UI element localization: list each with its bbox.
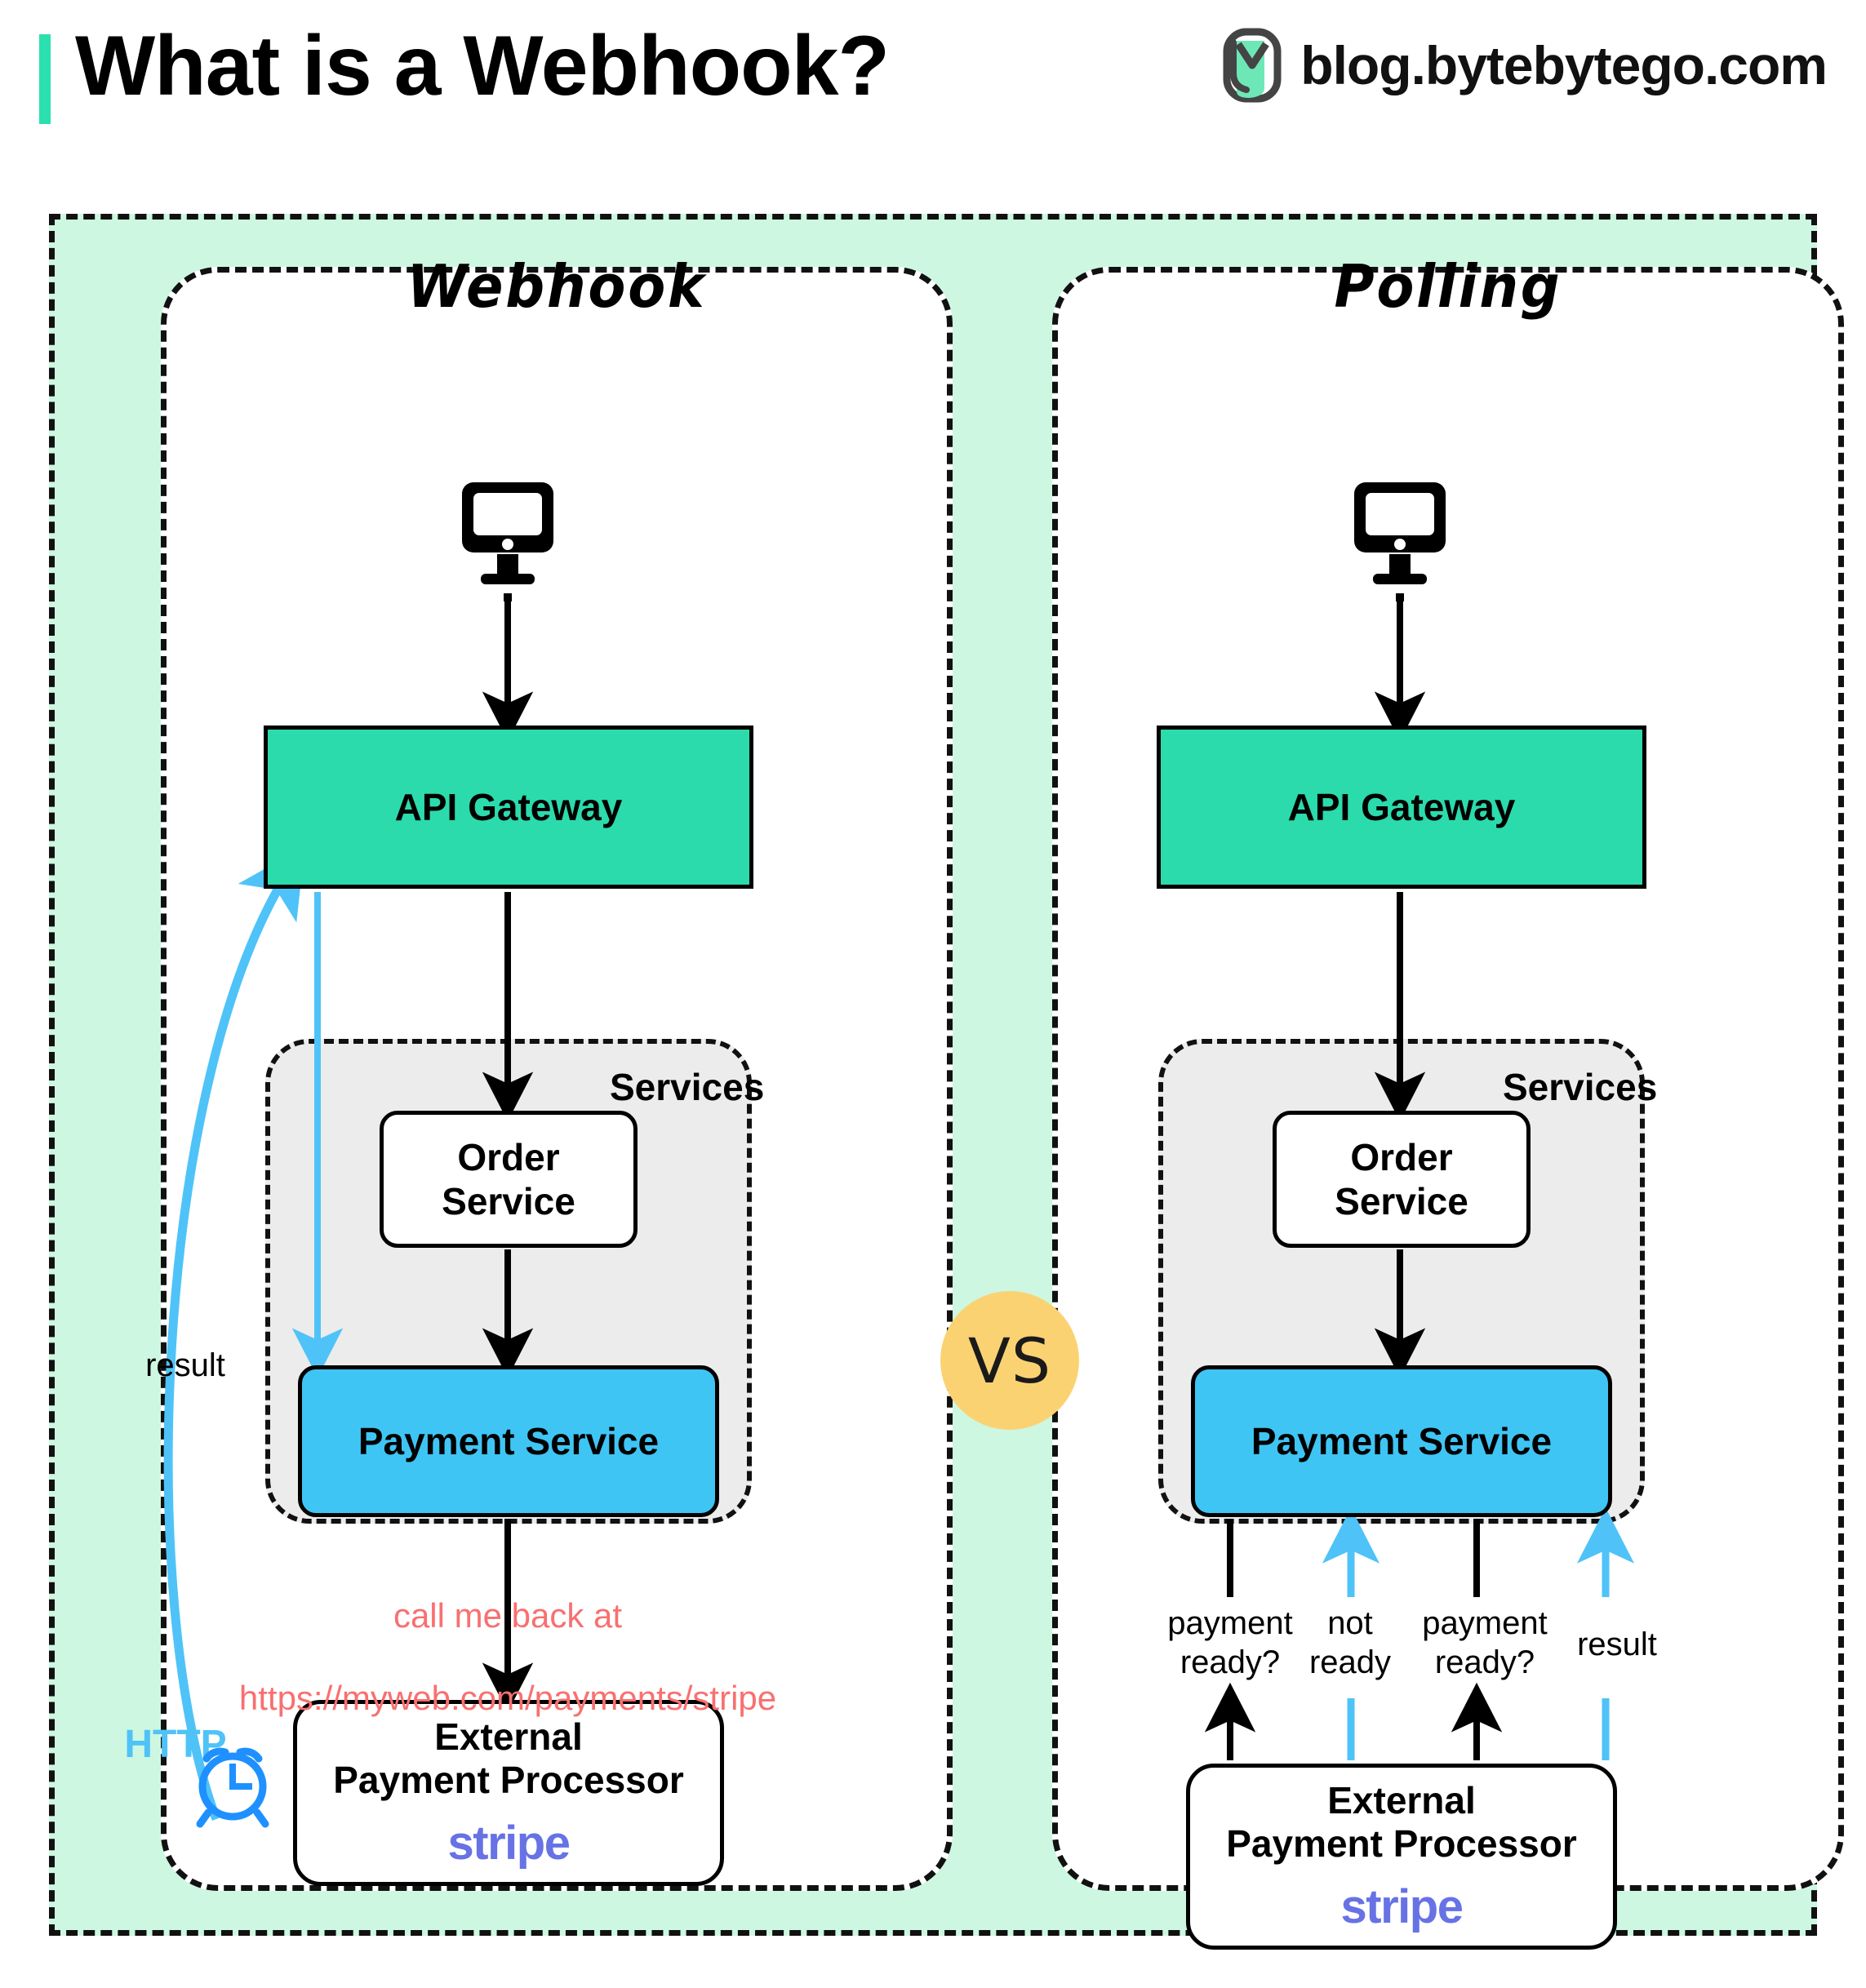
page-header: What is a Webhook? blog.bytebytego.com [0, 0, 1866, 188]
processor-line-2: Payment Processor [333, 1758, 684, 1801]
stripe-logo: stripe [1340, 1879, 1464, 1933]
vs-label: VS [967, 1324, 1052, 1397]
brand-url: blog.bytebytego.com [1300, 35, 1828, 95]
poll-label-1: payment ready? [1167, 1605, 1293, 1680]
monitor-icon [462, 482, 553, 601]
node-order-service-webhook[interactable]: Order Service [380, 1111, 638, 1248]
node-payment-service-webhook[interactable]: Payment Service [298, 1365, 719, 1517]
node-label: API Gateway [394, 786, 623, 828]
diagram-container: Webhook Services API Gateway Order Servi… [49, 214, 1844, 1950]
node-external-processor-polling[interactable]: External Payment Processor stripe [1186, 1764, 1617, 1950]
title-accent-bar [39, 34, 51, 124]
processor-line-2: Payment Processor [1226, 1822, 1577, 1865]
panel-title-webhook: Webhook [407, 252, 707, 321]
callback-url-label: call me back at https://myweb.com/paymen… [181, 1555, 834, 1760]
callback-line-1: call me back at [393, 1596, 623, 1635]
monitor-icon [1354, 482, 1446, 601]
page-title: What is a Webhook? [75, 19, 890, 113]
brand-block: blog.bytebytego.com [1222, 28, 1828, 103]
node-order-service-polling[interactable]: Order Service [1273, 1111, 1531, 1248]
poll-label-2: not ready [1308, 1605, 1392, 1680]
poll-label-3: payment ready? [1422, 1605, 1548, 1680]
node-label: Payment Service [1251, 1420, 1553, 1462]
node-label: Order Service [1335, 1135, 1468, 1223]
node-api-gateway-webhook[interactable]: API Gateway [264, 726, 753, 889]
stripe-logo: stripe [447, 1816, 571, 1870]
processor-line-1: External [434, 1715, 583, 1758]
services-label-webhook: Services [610, 1066, 765, 1108]
node-payment-service-polling[interactable]: Payment Service [1191, 1365, 1612, 1517]
panel-title-polling: Polling [1334, 252, 1562, 321]
node-label: Order Service [442, 1135, 575, 1223]
node-label: Payment Service [358, 1420, 660, 1462]
services-label-polling: Services [1503, 1066, 1658, 1108]
vs-badge: VS [940, 1291, 1079, 1430]
node-api-gateway-polling[interactable]: API Gateway [1157, 726, 1646, 889]
callback-line-2: https://myweb.com/payments/stripe [238, 1679, 777, 1718]
node-external-processor-webhook[interactable]: External Payment Processor stripe [293, 1700, 724, 1886]
node-label: API Gateway [1287, 786, 1516, 828]
label-result-webhook: result [145, 1347, 225, 1383]
alarm-clock-icon [196, 1747, 269, 1828]
bytebytego-logo-icon [1223, 28, 1282, 103]
processor-line-1: External [1327, 1778, 1476, 1822]
poll-label-4: result [1577, 1626, 1657, 1662]
